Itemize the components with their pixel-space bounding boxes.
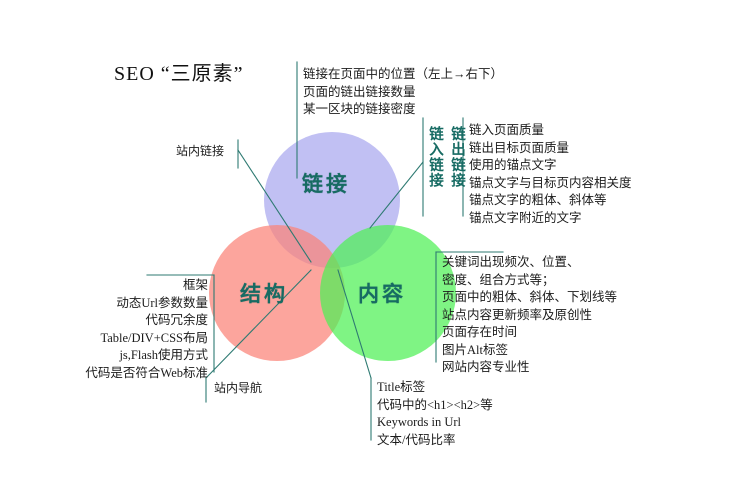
text-line: 动态Url参数数量 xyxy=(116,295,208,310)
text-line: 代码是否符合Web标准 xyxy=(85,365,208,380)
text-line: 密度、组合方式等； xyxy=(442,272,555,287)
text-line: 使用的锚点文字 xyxy=(469,158,557,172)
text-line: 代码中的<h1><h2>等 xyxy=(377,397,493,412)
block-link-quality: 链入页面质量链出目标页面质量使用的锚点文字锚点文字与目标页内容相关度锚点文字的粗… xyxy=(469,122,632,227)
block-link-position: 链接在页面中的位置（左上→右下） 页面的链出链接数量某一区块的链接密度 xyxy=(303,66,503,119)
connector-inner-links-diagonal xyxy=(237,149,312,263)
circle-link xyxy=(264,132,400,268)
text-line: 锚点文字的粗体、斜体等 xyxy=(469,193,607,207)
text-line: 关键词出现频次、位置、 xyxy=(442,255,580,269)
text-line: Keywords in Url xyxy=(377,415,462,429)
label-inner-links: 站内链接 xyxy=(176,144,225,158)
text-line: 站点内容更新频率及原创性 xyxy=(442,307,593,322)
block-structure-factors: 框架动态Url参数数量代码冗余度 Table/DIV+CSS布局 js,Flash使… xyxy=(0,277,208,382)
text-line: 链接在页面中的位置（左上→右下） xyxy=(303,67,504,81)
text-line: 某一区块的链接密度 xyxy=(303,102,416,116)
text-line: 锚点文字与目标页内容相关度 xyxy=(469,175,632,190)
text-line: 框架 xyxy=(182,278,208,292)
connector-link-quality-diagonal xyxy=(369,161,424,229)
text-line: 代码冗余度 xyxy=(145,313,208,327)
text-line: 页面存在时间 xyxy=(442,325,518,339)
label-inner-nav: 站内导航 xyxy=(214,381,263,395)
vertical-label-out-link: 链出链接 xyxy=(449,126,465,188)
text-line: 锚点文字附近的文字 xyxy=(469,210,582,225)
block-code-factors: Title标签代码中的<h1><h2>等 Keywords in Url 文本/代码… xyxy=(377,379,493,449)
block-content-factors: 关键词出现频次、位置、密度、组合方式等； 页面中的粗体、斜体、下划线等站点内容更新… xyxy=(442,254,617,377)
text-line: 图片Alt标签 xyxy=(442,342,508,357)
vertical-label-in-link: 链入链接 xyxy=(427,126,443,188)
text-line: 链出目标页面质量 xyxy=(469,140,570,155)
text-line: 页面中的粗体、斜体、下划线等 xyxy=(442,290,618,304)
text-line: 网站内容专业性 xyxy=(442,360,530,374)
circle-label-link: 链接 xyxy=(302,172,350,196)
circle-label-structure: 结构 xyxy=(240,282,288,306)
text-line: js,Flash使用方式 xyxy=(119,348,208,362)
text-line: 页面的链出链接数量 xyxy=(303,84,416,99)
page-title: SEO “三原素” xyxy=(114,63,244,85)
text-line: Title标签 xyxy=(377,380,426,394)
text-line: 文本/代码比率 xyxy=(377,432,456,447)
circle-label-content: 内容 xyxy=(358,282,406,306)
text-line: 链入页面质量 xyxy=(469,123,545,137)
venn-circles xyxy=(209,132,456,361)
text-line: Table/DIV+CSS布局 xyxy=(100,330,208,345)
